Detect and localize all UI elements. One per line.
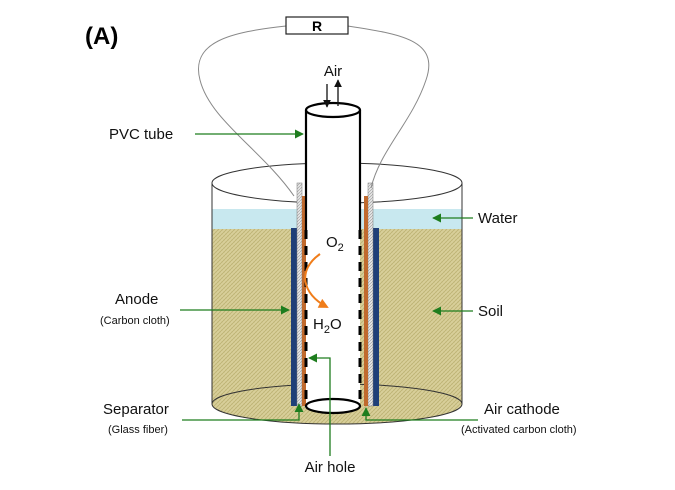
air-hole-label: Air hole: [305, 459, 356, 476]
water-label: Water: [478, 210, 517, 227]
wire-left: [198, 25, 295, 197]
anode-sub-label: (Carbon cloth): [100, 315, 170, 327]
separator-label: Separator: [103, 401, 169, 418]
o2-reaction-arrow: [304, 253, 329, 308]
cathode-left: [302, 196, 306, 406]
separator-leader: [182, 403, 304, 421]
anode-label: Anode: [115, 291, 158, 308]
anode-left: [291, 228, 297, 406]
resistor: [285, 16, 349, 35]
air-cathode-sub-label: (Activated carbon cloth): [461, 424, 577, 436]
air-cathode-label: Air cathode: [484, 401, 560, 418]
separator-sub-label: (Glass fiber): [108, 424, 168, 436]
h2o-label: H2O: [313, 316, 342, 336]
air-hole-leader: [308, 353, 331, 456]
wire-right: [347, 25, 430, 189]
pvc-tube-label: PVC tube: [109, 126, 173, 143]
cathode-right: [364, 196, 368, 406]
soil-label: Soil: [478, 303, 503, 320]
o2-label: O2: [326, 234, 344, 254]
separator-left: [296, 182, 303, 407]
tube-bottom: [304, 397, 362, 415]
panel-label: (A): [85, 23, 118, 50]
air-cathode-leader: [361, 407, 478, 421]
air-label: Air: [324, 63, 342, 80]
anode-right: [373, 228, 379, 406]
resistor-label: R: [312, 18, 322, 34]
tube-top: [304, 101, 362, 119]
separator-right: [367, 182, 374, 407]
